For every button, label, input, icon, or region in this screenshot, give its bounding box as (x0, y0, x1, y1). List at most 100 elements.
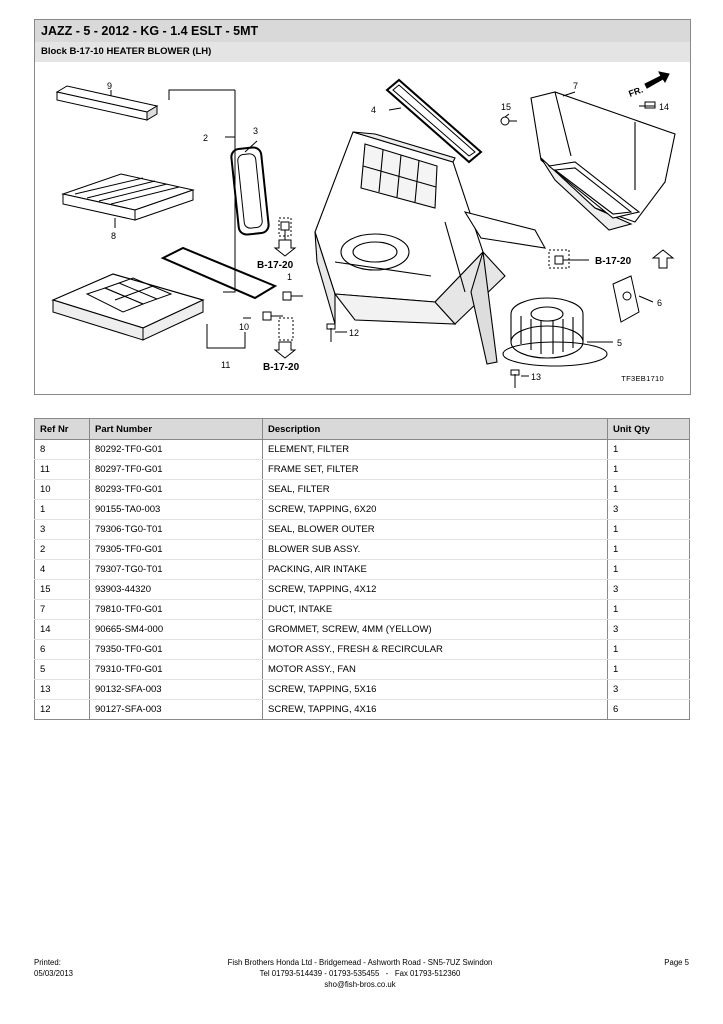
col-unit-qty: Unit Qty (607, 418, 690, 440)
cell-description: DUCT, INTAKE (262, 599, 608, 620)
bracket-2 (168, 89, 235, 100)
screw-1-mid (282, 291, 303, 301)
cell-ref-nr: 13 (34, 679, 90, 700)
col-part-number: Part Number (89, 418, 263, 440)
cell-part-number: 79810-TF0-G01 (89, 599, 263, 620)
email-link[interactable]: sho@fish-bros.co.uk (324, 980, 396, 989)
cell-unit-qty: 1 (607, 559, 690, 580)
cell-description: SEAL, FILTER (262, 479, 608, 500)
cell-ref-nr: 10 (34, 479, 90, 500)
footer-company: Fish Brothers Honda Ltd - Bridgemead - A… (150, 957, 570, 990)
cell-description: SCREW, TAPPING, 6X20 (262, 499, 608, 520)
cell-ref-nr: 11 (34, 459, 90, 480)
callout-15: 15 (501, 102, 511, 112)
screw-13 (510, 369, 520, 388)
intake-duct-7 (530, 91, 676, 231)
cell-ref-nr: 7 (34, 599, 90, 620)
block-ref-lower: B-17-20 (263, 362, 300, 373)
cell-unit-qty: 1 (607, 599, 690, 620)
filter-element-8 (61, 173, 195, 221)
col-ref-nr: Ref Nr (34, 418, 90, 440)
cell-ref-nr: 1 (34, 499, 90, 520)
company-line: Fish Brothers Honda Ltd - Bridgemead - A… (227, 958, 493, 967)
block-bar: Block B-17-10 HEATER BLOWER (LH) (34, 42, 691, 63)
cell-ref-nr: 4 (34, 559, 90, 580)
cell-ref-nr: 15 (34, 579, 90, 600)
block-title: Block B-17-10 HEATER BLOWER (LH) (41, 46, 212, 57)
grommet-14 (644, 101, 656, 109)
cell-unit-qty: 6 (607, 699, 690, 720)
cell-ref-nr: 2 (34, 539, 90, 560)
blower-housing-2 (314, 131, 547, 365)
actuator-6 (612, 275, 640, 323)
front-arrow-icon (644, 71, 670, 89)
cell-ref-nr: 14 (34, 619, 90, 640)
block-ref-right: B-17-20 (595, 256, 632, 267)
screw-15 (500, 116, 517, 126)
cell-description: ELEMENT, FILTER (262, 439, 608, 460)
callout-8: 8 (111, 231, 116, 241)
callout-2: 2 (203, 133, 208, 143)
cell-ref-nr: 6 (34, 639, 90, 660)
title-bar: JAZZ - 5 - 2012 - KG - 1.4 ESLT - 5MT (34, 19, 691, 44)
cell-unit-qty: 3 (607, 499, 690, 520)
callout-6: 6 (657, 298, 662, 308)
cell-part-number: 79310-TF0-G01 (89, 659, 263, 680)
cell-ref-nr: 5 (34, 659, 90, 680)
callout-7: 7 (573, 81, 578, 91)
cell-unit-qty: 1 (607, 639, 690, 660)
fan-motor-5 (502, 297, 608, 367)
callout-5: 5 (617, 338, 622, 348)
callout-4: 4 (371, 105, 376, 115)
block-ref-upper: B-17-20 (257, 260, 294, 271)
cell-unit-qty: 1 (607, 539, 690, 560)
cell-unit-qty: 1 (607, 439, 690, 460)
callout-14: 14 (659, 102, 669, 112)
screw-1-lower (262, 311, 283, 321)
cell-description: SCREW, TAPPING, 4X16 (262, 699, 608, 720)
screw-b1720-right (554, 255, 571, 265)
frame-set-11 (51, 273, 205, 341)
table-header-row: Ref Nr Part Number Description Unit Qty (34, 418, 690, 440)
cell-description: PACKING, AIR INTAKE (262, 559, 608, 580)
printed-date: 05/03/2013 (34, 969, 74, 978)
vehicle-title: JAZZ - 5 - 2012 - KG - 1.4 ESLT - 5MT (41, 24, 259, 38)
printed-label: Printed: (34, 958, 61, 967)
cell-ref-nr: 3 (34, 519, 90, 540)
cell-unit-qty: 1 (607, 659, 690, 680)
callout-1a: 1 (287, 272, 292, 282)
callout-3: 3 (253, 126, 258, 136)
ref-arrow-right (651, 249, 675, 269)
filter-seal-10 (160, 246, 278, 300)
cell-part-number: 90127-SFA-003 (89, 699, 263, 720)
cell-ref-nr: 8 (34, 439, 90, 460)
blower-seal-3 (230, 146, 270, 236)
screw-12 (326, 323, 336, 342)
callout-labels: 9 2 3 4 15 7 14 8 1 10 11 12 5 13 6 B-17… (107, 81, 669, 382)
page-number: Page 5 (664, 958, 689, 967)
cell-part-number: 90155-TA0-003 (89, 499, 263, 520)
cell-part-number: 79305-TF0-G01 (89, 539, 263, 560)
cell-part-number: 80292-TF0-G01 (89, 439, 263, 460)
footer-printed: Printed: 05/03/2013 (34, 957, 73, 979)
cell-description: MOTOR ASSY., FRESH & RECIRCULAR (262, 639, 608, 660)
cell-unit-qty: 3 (607, 579, 690, 600)
parts-table: Ref Nr Part Number Description Unit Qty … (34, 418, 690, 720)
cell-part-number: 80293-TF0-G01 (89, 479, 263, 500)
cell-unit-qty: 1 (607, 459, 690, 480)
filter-cartridge-9 (55, 85, 159, 121)
cell-part-number: 93903-44320 (89, 579, 263, 600)
callout-11: 11 (221, 360, 230, 370)
